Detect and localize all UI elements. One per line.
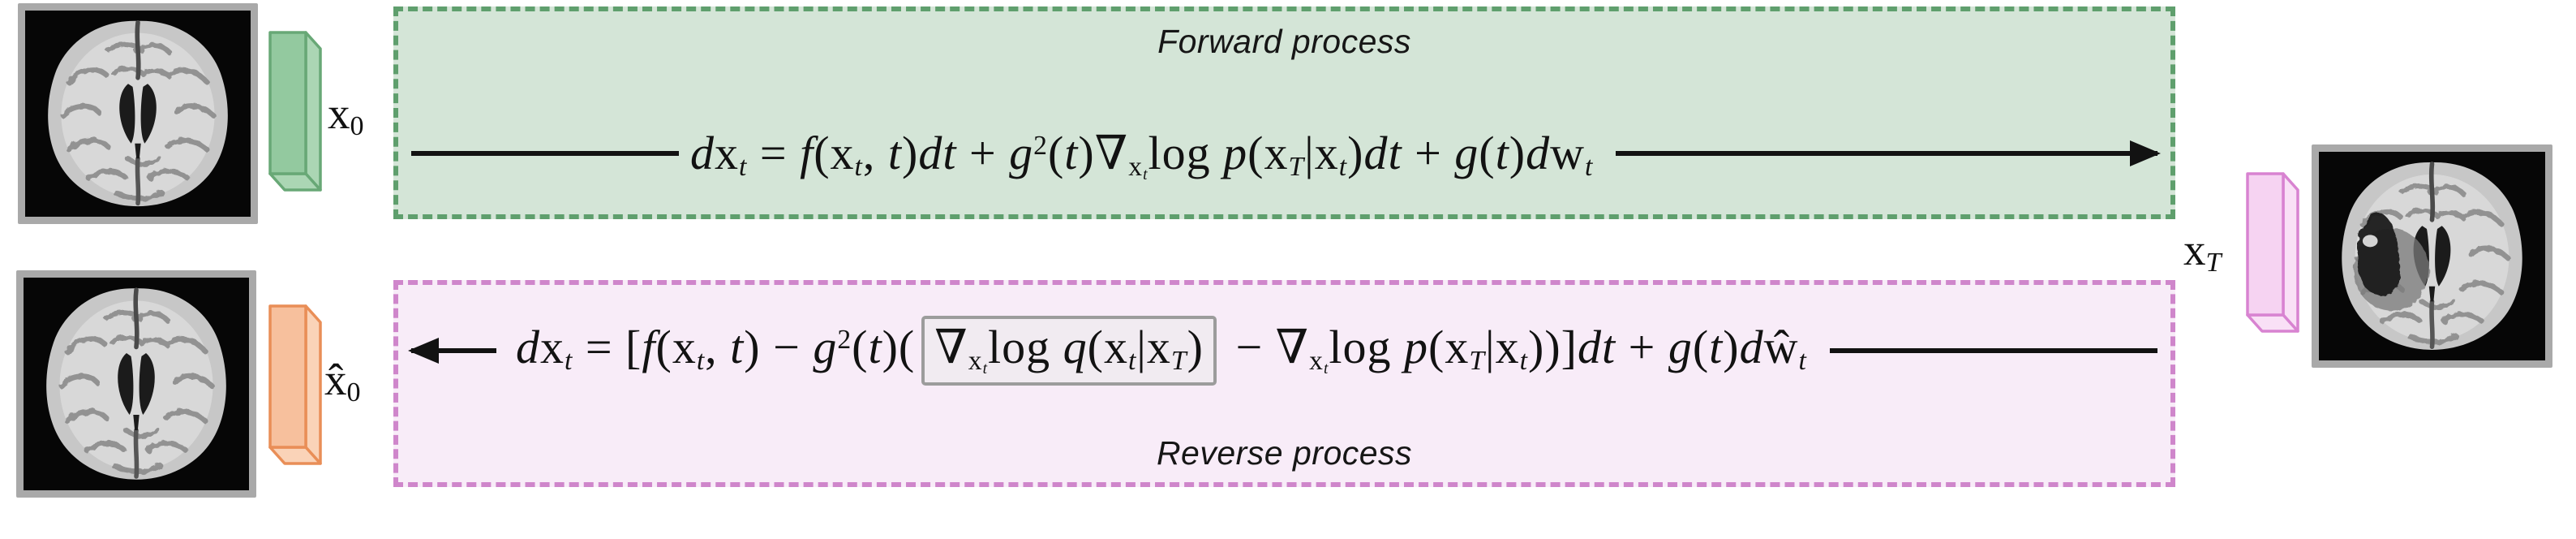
tensor-slab-xT <box>2246 172 2299 333</box>
label-x0-hat-base: x̂ <box>324 355 347 404</box>
forward-arrow <box>1616 140 2161 166</box>
forward-process-box: Forward process dxt = f(xt, t)dt + g2(t)… <box>393 6 2175 219</box>
reverse-process-title: Reverse process <box>1156 434 1413 472</box>
forward-start-line <box>411 151 679 156</box>
label-x0-hat: x̂0 <box>324 355 361 406</box>
reverse-equation: dxt = [f(xt, t) − g2(t)(∇xtlog q(xt|xT) … <box>516 316 1807 386</box>
label-x0-sub: 0 <box>350 110 364 141</box>
label-x0: x0 <box>328 88 364 140</box>
forward-process-title: Forward process <box>1157 23 1411 60</box>
forward-equation: dxt = f(xt, t)dt + g2(t)∇xtlog p(xT|xt)d… <box>690 127 1594 183</box>
reverse-arrowhead-icon <box>408 338 439 364</box>
label-x0-base: x <box>328 88 350 138</box>
tensor-slab-x0-hat <box>268 304 322 465</box>
brain-healthy-illustration <box>25 11 251 217</box>
brain-healthy-illustration <box>24 278 249 490</box>
forward-arrowhead-icon <box>2130 140 2161 166</box>
reverse-end-line <box>1829 348 2157 353</box>
forward-equation-row: dxt = f(xt, t)dt + g2(t)∇xtlog p(xT|xt)d… <box>411 106 2161 201</box>
brain-lesion-illustration <box>2319 152 2545 360</box>
label-xT: xT <box>2183 225 2221 276</box>
mri-image-x0 <box>18 3 258 224</box>
mri-image-xT <box>2312 144 2552 368</box>
tensor-slab-x0 <box>268 31 322 192</box>
mri-image-x0-hat <box>16 270 256 498</box>
highlighted-score-term-box: ∇xtlog q(xt|xT) <box>921 316 1217 386</box>
reverse-arrow <box>408 338 496 364</box>
label-xT-base: x <box>2183 225 2206 274</box>
reverse-process-box: dxt = [f(xt, t) − g2(t)(∇xtlog q(xt|xT) … <box>393 280 2175 487</box>
label-x0-hat-sub: 0 <box>346 377 361 407</box>
reverse-equation-row: dxt = [f(xt, t) − g2(t)(∇xtlog q(xt|xT) … <box>408 303 2157 399</box>
label-xT-sub: T <box>2205 247 2222 278</box>
